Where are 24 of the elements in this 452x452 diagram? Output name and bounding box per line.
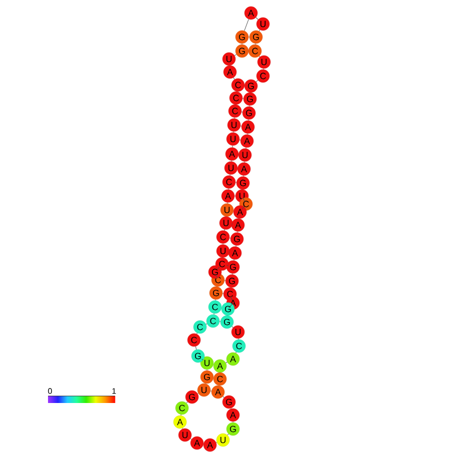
backbone-line — [234, 54, 237, 56]
backbone-line — [186, 402, 188, 404]
backbone-line — [242, 206, 244, 210]
backbone-line — [256, 17, 258, 20]
scale-label: 0 — [48, 388, 52, 394]
backbone-line — [232, 145, 233, 148]
backbone-line — [195, 346, 197, 350]
backbone-line — [233, 77, 235, 80]
backbone-line — [244, 18, 249, 32]
base-pair-line — [226, 265, 229, 266]
backbone-line — [230, 296, 232, 301]
backbone-line — [227, 434, 229, 436]
backbone-line — [258, 30, 260, 32]
backbone-line — [228, 304, 232, 308]
backbone-line — [217, 266, 220, 270]
backbone-line — [256, 80, 258, 82]
backbone-line — [232, 326, 234, 328]
scale-label: 1 — [112, 388, 116, 394]
backbone-line — [226, 362, 228, 364]
backbone-line — [224, 229, 225, 231]
backbone-line — [242, 198, 246, 202]
backbone-line — [202, 358, 204, 360]
backbone-line — [215, 274, 218, 278]
backbone-line — [222, 396, 224, 398]
